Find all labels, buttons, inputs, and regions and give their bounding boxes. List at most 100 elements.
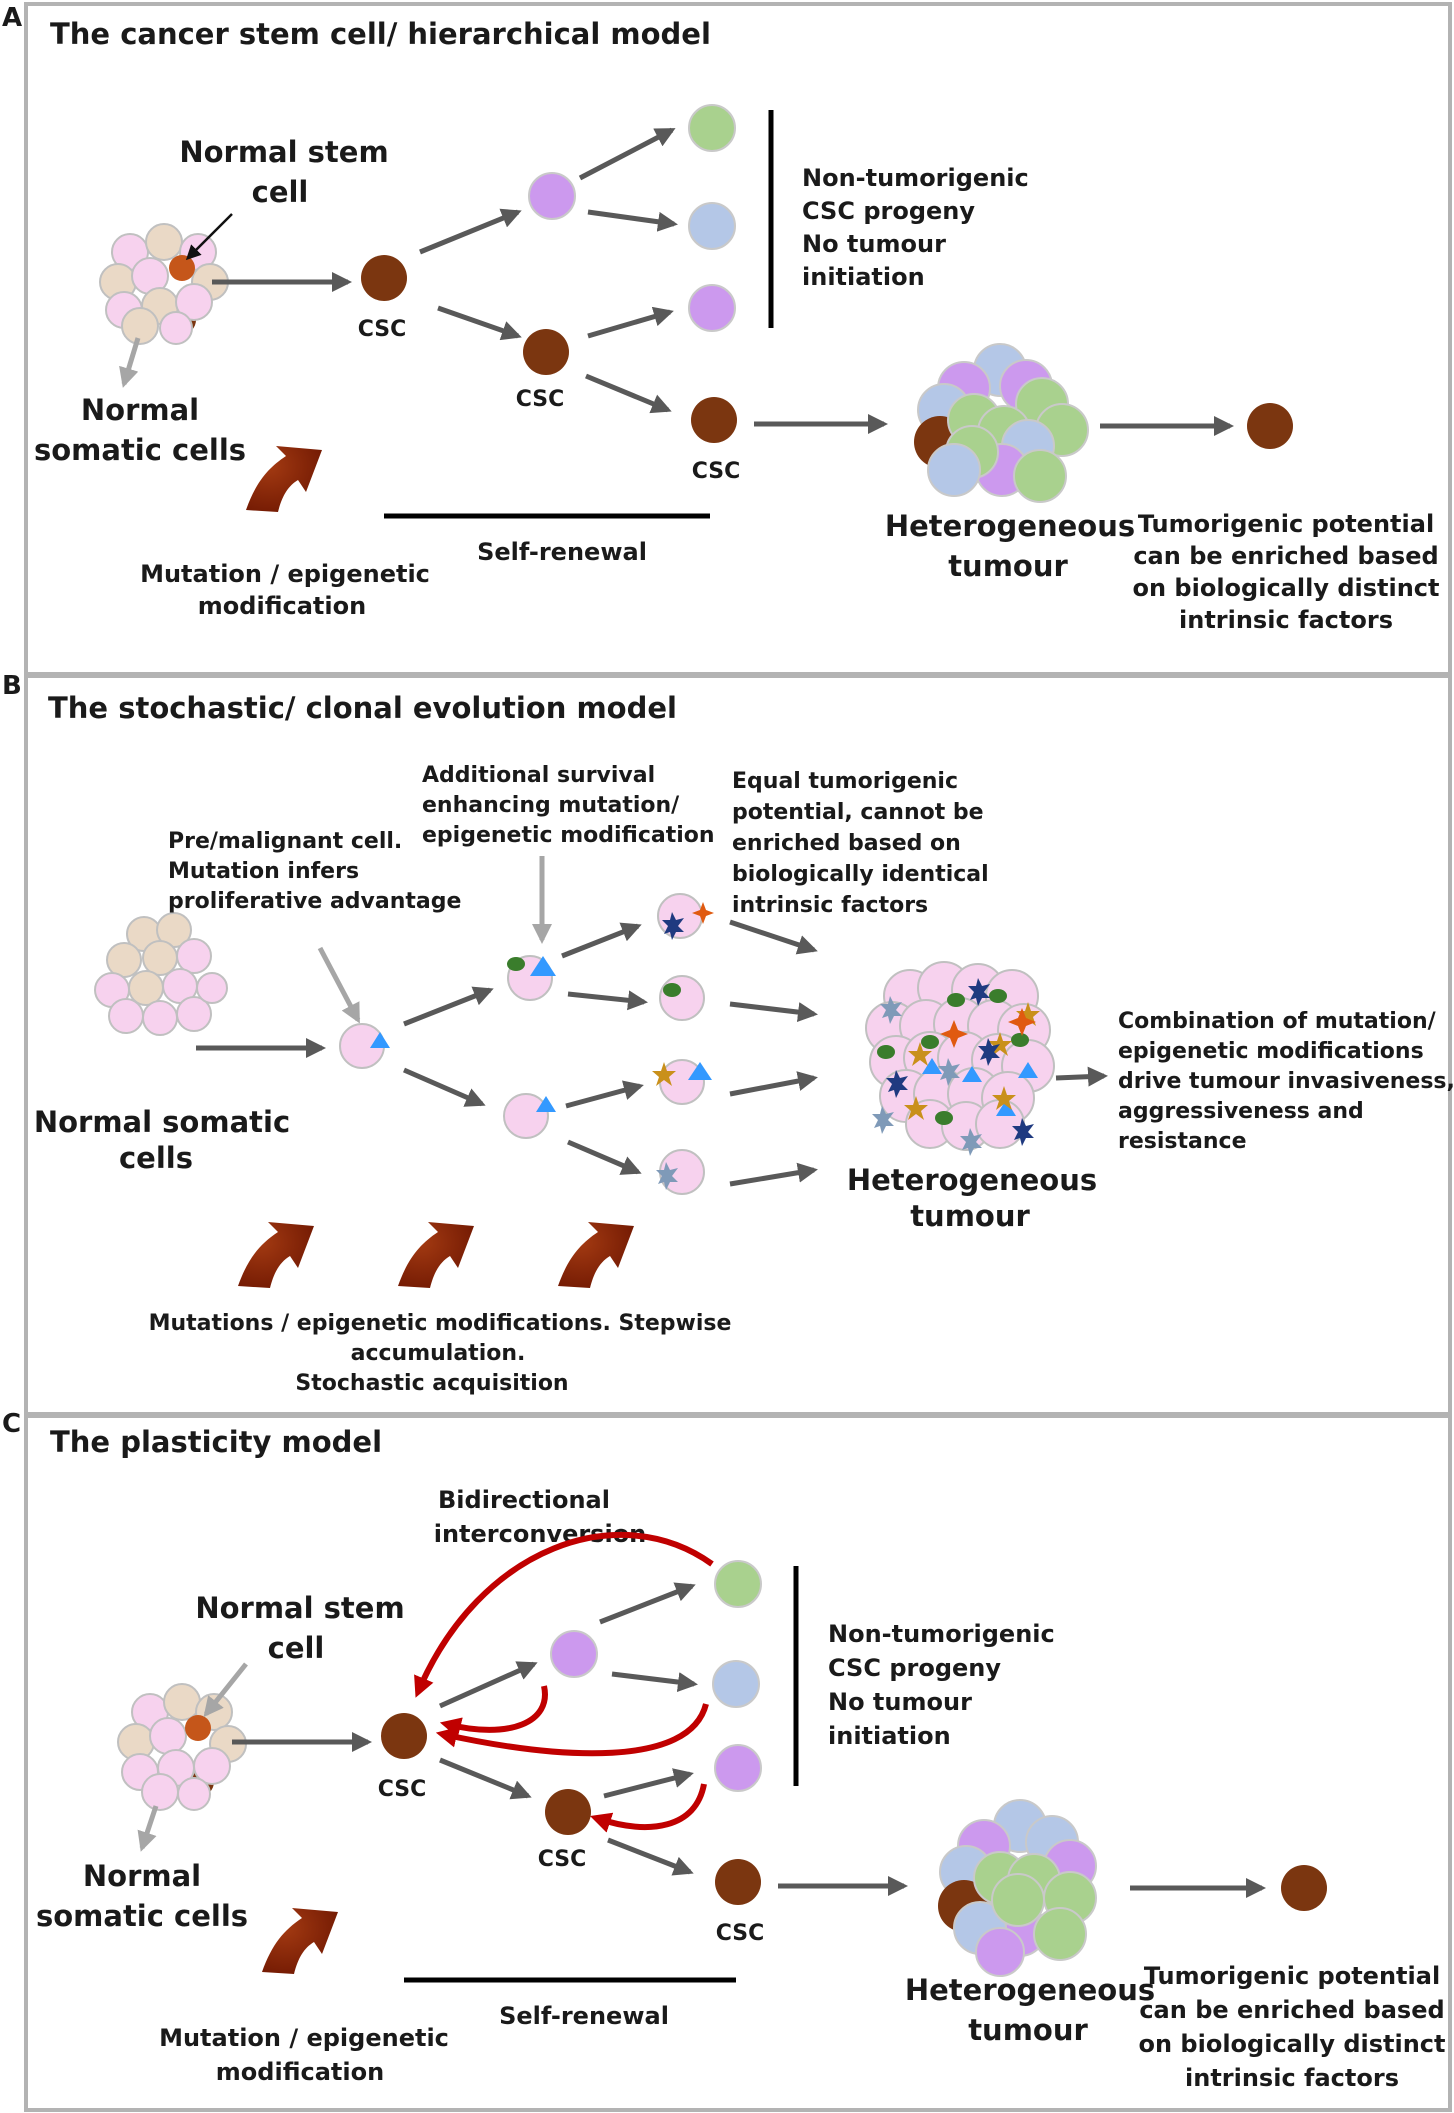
csc-label: CSC xyxy=(358,317,407,342)
arrow-pre-to-cell2 xyxy=(403,1067,486,1107)
bidirectional-1: Bidirectional xyxy=(438,1486,610,1514)
enriched-csc xyxy=(1281,1865,1327,1911)
arrow-pre-to-cell1 xyxy=(403,986,494,1027)
panel-c-frame xyxy=(24,1414,1452,2112)
normal-somatic-label-1: Normal xyxy=(81,393,199,427)
normal-somatic-label-2: cells xyxy=(119,1141,193,1175)
non-tumorigenic-2: CSC progeny xyxy=(802,197,975,225)
combination-4: aggressiveness and xyxy=(1118,1099,1364,1124)
csc-cell xyxy=(523,329,569,375)
csc-label: CSC xyxy=(692,459,741,484)
arrow-csc-to-csc2 xyxy=(439,1757,532,1800)
interconversion-arrow-blue xyxy=(435,1703,709,1757)
heterogeneous-label-1: Heterogeneous xyxy=(847,1163,1097,1197)
combination-1: Combination of mutation/ xyxy=(1118,1009,1437,1034)
csc-label: CSC xyxy=(516,387,565,412)
mutation-arrow xyxy=(246,446,322,512)
somatic-pointer-arrow xyxy=(119,337,141,388)
csc-label: CSC xyxy=(538,1847,587,1872)
combination-3: drive tumour invasiveness, xyxy=(1118,1069,1454,1094)
normal-somatic-label-2: somatic cells xyxy=(36,1899,248,1933)
normal-tissue-cluster xyxy=(99,223,229,345)
tumorigenic-4: intrinsic factors xyxy=(1179,606,1393,634)
arrow-csc-to-purple xyxy=(419,208,522,255)
mutations-3: Stochastic acquisition xyxy=(295,1371,568,1396)
normal-somatic-cluster xyxy=(94,912,228,1036)
normal-somatic-label-1: Normal xyxy=(83,1859,201,1893)
progeny-green xyxy=(714,1560,762,1608)
tumorigenic-2: can be enriched based xyxy=(1139,1996,1444,2024)
mutation-label-2: modification xyxy=(216,2058,384,2086)
heterogeneous-label-2: tumour xyxy=(910,1199,1030,1233)
panel-c-letter: C xyxy=(2,1409,21,1439)
csc-cell xyxy=(361,255,407,301)
progeny-purple xyxy=(528,172,576,220)
heterogeneous-label-2: tumour xyxy=(968,2013,1088,2047)
arrow-csc2-to-purple xyxy=(603,1768,694,1799)
arrow-c2-to-c21 xyxy=(565,1080,644,1109)
heterogeneous-label-2: tumour xyxy=(948,549,1068,583)
mutation-arrow xyxy=(238,1222,314,1288)
arrow-to-tumour-4 xyxy=(729,1162,818,1187)
combination-2: epigenetic modifications xyxy=(1118,1039,1424,1064)
spiky-mutation-icon xyxy=(662,912,684,940)
additional-3: epigenetic modification xyxy=(422,823,715,848)
arrow-csc2-to-csc3 xyxy=(607,1837,694,1876)
mutation-label-1: Mutation / epigenetic xyxy=(140,560,430,588)
heterogeneous-tumour xyxy=(938,1799,1097,1977)
premalignant-pointer xyxy=(317,946,361,1024)
mutation-label-1: Mutation / epigenetic xyxy=(159,2024,449,2052)
triangle-mutation-icon xyxy=(370,1032,390,1048)
heterogeneous-label-1: Heterogeneous xyxy=(885,509,1135,543)
interconversion-arrow-purple2 xyxy=(590,1783,707,1833)
progeny-blue xyxy=(688,202,736,250)
normal-somatic-label-1: Normal somatic xyxy=(34,1105,290,1139)
premalignant-2: Mutation infers xyxy=(168,859,359,884)
csc-cell xyxy=(381,1713,427,1759)
non-tumorigenic-1: Non-tumorigenic xyxy=(802,164,1029,192)
normal-tissue-cluster xyxy=(117,1683,247,1811)
arrow-c1-to-c11 xyxy=(561,922,642,959)
mutations-2: accumulation. xyxy=(351,1341,526,1366)
panel-a-title: The cancer stem cell/ hierarchical model xyxy=(50,17,711,51)
additional-1: Additional survival xyxy=(422,763,655,788)
panel-b-title: The stochastic/ clonal evolution model xyxy=(48,691,677,725)
tumorigenic-1: Tumorigenic potential xyxy=(1144,1962,1440,1990)
arrow-to-tumour-1 xyxy=(729,919,818,955)
self-renewal-label: Self-renewal xyxy=(477,538,647,566)
non-tumorigenic-3: No tumour xyxy=(828,1688,972,1716)
csc-label: CSC xyxy=(378,1777,427,1802)
arrow-purple-to-green xyxy=(599,1582,696,1625)
panel-b-letter: B xyxy=(2,671,22,701)
panel-b: B The stochastic/ clonal evolution model… xyxy=(2,671,1454,1416)
arrow-c2-to-c22 xyxy=(567,1139,642,1175)
mutation-arrow xyxy=(262,1908,338,1974)
tumorigenic-1: Tumorigenic potential xyxy=(1138,510,1434,538)
equal-4: biologically identical xyxy=(732,862,989,887)
green-mutation-icon xyxy=(663,983,681,997)
arrow-purple-to-blue xyxy=(587,209,678,232)
tumorigenic-3: on biologically distinct xyxy=(1139,2030,1446,2058)
interconversion-arrow-green xyxy=(414,1531,714,1698)
progeny-purple xyxy=(550,1630,598,1678)
normal-stem-cell xyxy=(169,255,195,281)
premalignant-3: proliferative advantage xyxy=(168,889,461,914)
mutation-arrow xyxy=(558,1222,634,1288)
progeny-purple xyxy=(688,284,736,332)
heterogeneous-label-1: Heterogeneous xyxy=(905,1973,1155,2007)
normal-stem-cell-label-1: Normal stem xyxy=(179,135,388,169)
mutation-label-2: modification xyxy=(198,592,366,620)
non-tumorigenic-1: Non-tumorigenic xyxy=(828,1620,1055,1648)
arrow-to-tumour-3 xyxy=(729,1071,818,1097)
stem-pointer-arrow xyxy=(185,213,233,261)
arrow-csc2-to-purple xyxy=(587,306,674,339)
gold-star-mutation-icon xyxy=(652,1062,676,1086)
green-mutation-icon xyxy=(507,957,525,971)
panel-c: C The plasticity model Bidirectional int… xyxy=(2,1409,1452,2112)
non-tumorigenic-3: No tumour xyxy=(802,230,946,258)
additional-2: enhancing mutation/ xyxy=(422,793,680,818)
csc-label: CSC xyxy=(716,1921,765,1946)
arrow-csc2-to-csc3 xyxy=(585,373,672,414)
equal-5: intrinsic factors xyxy=(732,893,928,918)
